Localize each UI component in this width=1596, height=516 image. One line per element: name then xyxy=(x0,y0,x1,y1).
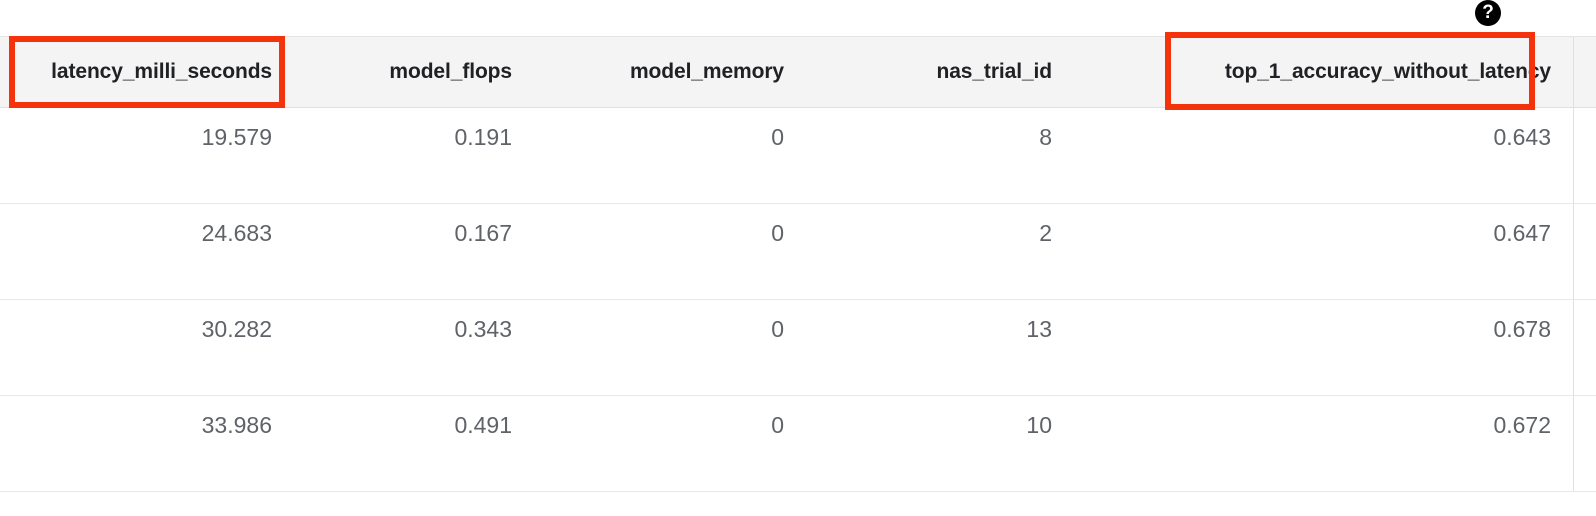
cell-model-flops: 0.167 xyxy=(454,220,512,246)
cell-model-flops: 0.191 xyxy=(454,124,512,150)
cell-latency-milli-seconds: 24.683 xyxy=(201,220,272,246)
cell-nas-trial-id: 2 xyxy=(1039,220,1052,246)
cell-next-partial xyxy=(1573,396,1596,491)
column-header-nas-trial-id[interactable]: nas_trial_id xyxy=(936,60,1052,83)
cell-next-partial xyxy=(1573,108,1596,203)
column-header-top-1-accuracy-without-latency[interactable]: top_1_accuracy_without_latency xyxy=(1224,60,1551,83)
cell-top-1-accuracy-without-latency: 0.647 xyxy=(1493,220,1551,246)
cell-nas-trial-id: 13 xyxy=(1026,316,1052,342)
table-row[interactable]: 19.579 0.191 0 8 0.643 xyxy=(0,108,1596,204)
cell-top-1-accuracy-without-latency: 0.643 xyxy=(1493,124,1551,150)
cell-top-1-accuracy-without-latency: 0.678 xyxy=(1493,316,1551,342)
cell-model-memory: 0 xyxy=(771,220,784,246)
cell-top-1-accuracy-without-latency: 0.672 xyxy=(1493,412,1551,438)
cell-nas-trial-id: 10 xyxy=(1026,412,1052,438)
table-row[interactable]: 33.986 0.491 0 10 0.672 xyxy=(0,396,1596,492)
cell-next-partial xyxy=(1573,204,1596,299)
cell-model-memory: 0 xyxy=(771,316,784,342)
column-header-next-partial[interactable] xyxy=(1573,37,1596,107)
help-circle-icon[interactable]: ? xyxy=(1475,0,1501,26)
column-header-model-memory[interactable]: model_memory xyxy=(629,60,784,83)
cell-next-partial xyxy=(1573,300,1596,395)
cell-model-flops: 0.491 xyxy=(454,412,512,438)
cell-latency-milli-seconds: 19.579 xyxy=(201,124,272,150)
table-header-row: latency_milli_seconds model_flops model_… xyxy=(0,36,1596,108)
table-row[interactable]: 24.683 0.167 0 2 0.647 xyxy=(0,204,1596,300)
column-header-model-flops[interactable]: model_flops xyxy=(389,60,512,83)
cell-model-memory: 0 xyxy=(771,412,784,438)
cell-latency-milli-seconds: 33.986 xyxy=(201,412,272,438)
results-table: latency_milli_seconds model_flops model_… xyxy=(0,36,1596,492)
column-header-latency-milli-seconds[interactable]: latency_milli_seconds xyxy=(51,60,272,83)
cell-model-flops: 0.343 xyxy=(454,316,512,342)
cell-latency-milli-seconds: 30.282 xyxy=(201,316,272,342)
table-row[interactable]: 30.282 0.343 0 13 0.678 xyxy=(0,300,1596,396)
cell-model-memory: 0 xyxy=(771,124,784,150)
cell-nas-trial-id: 8 xyxy=(1039,124,1052,150)
